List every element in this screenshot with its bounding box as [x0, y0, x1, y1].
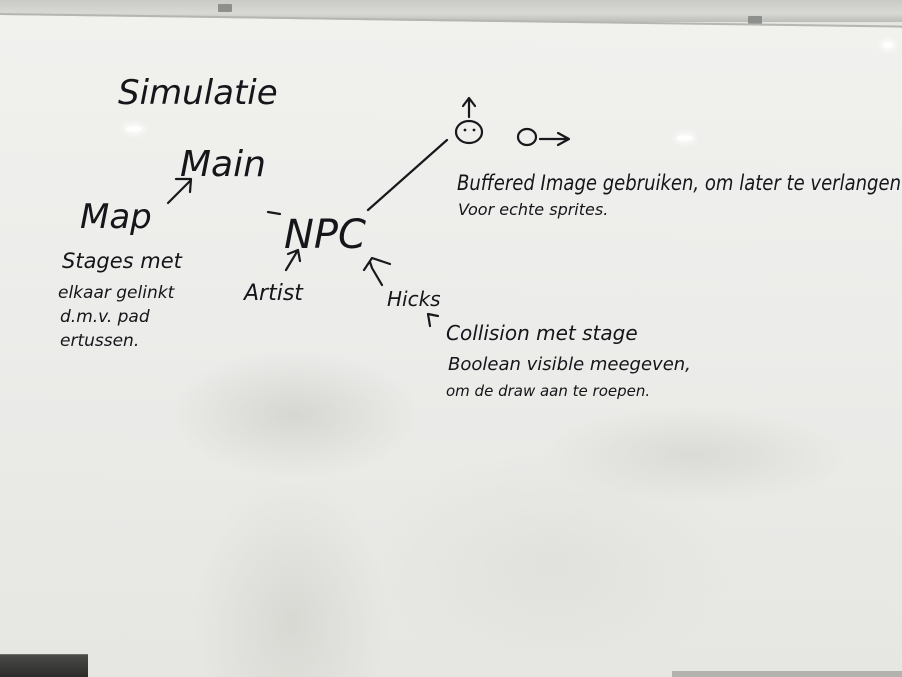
- node-main: Main: [180, 144, 266, 185]
- map-note-line: d.m.v. pad: [60, 307, 150, 327]
- node-artist: Artist: [242, 281, 304, 306]
- marker-tray: [672, 671, 902, 677]
- rail-clip-right: [748, 16, 762, 24]
- board-title: Simulatie: [118, 73, 278, 113]
- node-map: Map: [80, 197, 152, 237]
- light-reflection: [126, 126, 142, 132]
- arrow-hicks-to-npc: [362, 256, 392, 287]
- collision-note-line: Boolean visible meegeven,: [448, 354, 691, 375]
- map-note-line: elkaar gelinkt: [58, 283, 176, 303]
- sprite-face-icon: [454, 119, 484, 145]
- sprite-note-line: Voor echte sprites.: [458, 200, 608, 219]
- arrow-map-to-main: [166, 177, 193, 205]
- sprite-eye: [472, 128, 476, 132]
- map-note-line: ertussen.: [60, 331, 139, 351]
- collision-note-line: om de draw aan te roepen.: [446, 382, 650, 400]
- collision-note-line: Collision met stage: [446, 321, 638, 345]
- node-hicks: Hicks: [387, 287, 441, 311]
- sprite-ball-icon: [516, 127, 538, 147]
- up-arrow-icon: [461, 96, 477, 119]
- right-arrow-icon: [538, 131, 571, 147]
- arrow-collision-to-hicks: [426, 312, 440, 328]
- arrow-artist-to-npc: [284, 248, 302, 272]
- sprite-eye: [463, 128, 467, 132]
- light-reflection: [883, 42, 893, 48]
- whiteboard-eraser: [0, 654, 88, 677]
- connector-line: [366, 138, 449, 212]
- map-note-line: Stages met: [62, 249, 183, 273]
- sprite-note-line: Buffered Image gebruiken, om later te ve…: [457, 171, 901, 195]
- light-reflection: [677, 135, 693, 141]
- rail-clip-left: [218, 4, 232, 12]
- dash-mark: [266, 210, 282, 216]
